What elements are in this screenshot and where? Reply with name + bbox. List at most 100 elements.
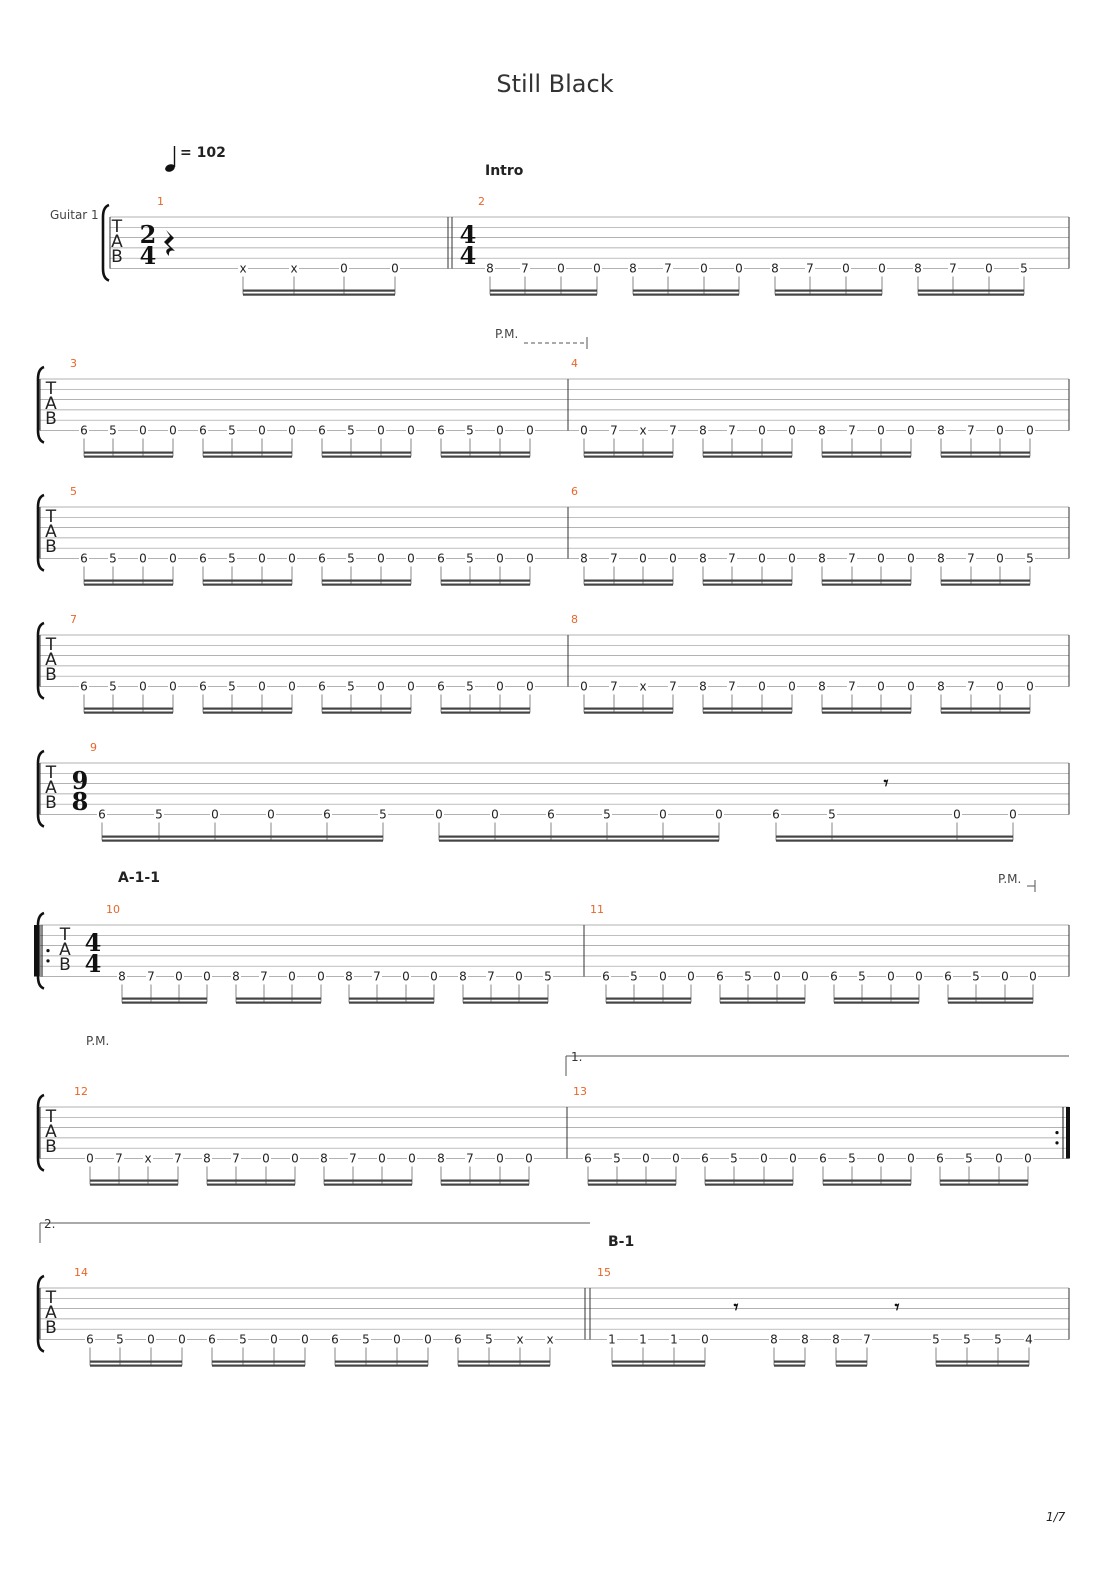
- time-signature-top: 4: [85, 928, 102, 957]
- fret-backdrop: [1024, 1332, 1034, 1345]
- fret-backdrop: [847, 679, 857, 692]
- fret-number: 0: [175, 970, 183, 984]
- fret-number: 0: [169, 680, 177, 694]
- fret-backdrop: [495, 423, 505, 436]
- fret-number: 0: [393, 1333, 401, 1347]
- system-bracket: [36, 1093, 45, 1172]
- fret-number: 0: [788, 424, 796, 438]
- fret-number: 7: [848, 680, 856, 694]
- fret-number: 0: [877, 680, 885, 694]
- fret-number: x: [516, 1333, 523, 1347]
- fret-number: 0: [953, 808, 961, 822]
- fret-number: 8: [699, 424, 707, 438]
- fret-backdrop: [407, 1151, 417, 1164]
- fret-number: 7: [848, 424, 856, 438]
- fret-number: 5: [347, 680, 355, 694]
- fret-backdrop: [787, 423, 797, 436]
- fret-number: 0: [407, 680, 415, 694]
- fret-number: 0: [258, 424, 266, 438]
- fret-number: 0: [147, 1333, 155, 1347]
- fret-backdrop: [727, 551, 737, 564]
- fret-backdrop: [935, 1151, 945, 1164]
- fret-number: 6: [80, 680, 88, 694]
- beam-secondary: [122, 1001, 207, 1004]
- fret-number: x: [239, 262, 246, 276]
- fret-backdrop: [346, 423, 356, 436]
- fret-number: 5: [239, 1333, 247, 1347]
- fret-number: 7: [610, 424, 618, 438]
- fret-number: 0: [496, 680, 504, 694]
- fret-number: 0: [258, 680, 266, 694]
- fret-number: x: [546, 1333, 553, 1347]
- fret-number: 5: [155, 808, 163, 822]
- fret-backdrop: [971, 969, 981, 982]
- fret-number: 6: [944, 970, 952, 984]
- quarter-rest-icon: [164, 230, 175, 256]
- fret-number: 0: [525, 1152, 533, 1166]
- fret-number: 7: [806, 262, 814, 276]
- system-bracket: [36, 911, 45, 990]
- beam-secondary: [703, 711, 792, 714]
- beam-secondary: [490, 293, 597, 296]
- beam-secondary: [776, 839, 1013, 842]
- fret-number: 0: [557, 262, 565, 276]
- beam-secondary: [703, 455, 792, 458]
- fret-number: 0: [491, 808, 499, 822]
- beam-secondary: [203, 455, 292, 458]
- fret-number: 8: [770, 1333, 778, 1347]
- fret-backdrop: [829, 969, 839, 982]
- fret-number: 0: [659, 808, 667, 822]
- fret-backdrop: [769, 1332, 779, 1345]
- fret-number: 7: [115, 1152, 123, 1166]
- fret-backdrop: [847, 1151, 857, 1164]
- fret-backdrop: [669, 1332, 679, 1345]
- fret-number: 0: [408, 1152, 416, 1166]
- fret-number: 8: [771, 262, 779, 276]
- fret-number: 6: [208, 1333, 216, 1347]
- beam-secondary: [322, 711, 411, 714]
- fret-number: 0: [139, 680, 147, 694]
- beam-secondary: [774, 1364, 805, 1367]
- repeat-dot: [1055, 1141, 1059, 1145]
- eighth-rest-icon: 𝄾: [734, 1297, 739, 1318]
- tempo-value: = 102: [180, 145, 226, 161]
- fret-number: 8: [699, 680, 707, 694]
- beam-primary: [941, 451, 1030, 454]
- fret-backdrop: [1000, 969, 1010, 982]
- beam-secondary: [836, 1364, 867, 1367]
- fret-backdrop: [207, 1332, 217, 1345]
- beam-secondary: [212, 1364, 305, 1367]
- fret-backdrop: [85, 1332, 95, 1345]
- beam-secondary: [441, 711, 530, 714]
- fret-number: 7: [349, 1152, 357, 1166]
- fret-backdrop: [841, 261, 851, 274]
- section-label-intro: Intro: [485, 163, 524, 179]
- fret-backdrop: [346, 551, 356, 564]
- fret-backdrop: [339, 261, 349, 274]
- fret-number: 5: [544, 970, 552, 984]
- fret-number: 0: [139, 424, 147, 438]
- fret-number: 7: [521, 262, 529, 276]
- fret-backdrop: [495, 1151, 505, 1164]
- tab-clef-letter: A: [45, 778, 57, 798]
- fret-number: 8: [232, 970, 240, 984]
- fret-number: 1: [670, 1333, 678, 1347]
- fret-backdrop: [936, 423, 946, 436]
- fret-backdrop: [79, 551, 89, 564]
- beam-primary: [584, 579, 673, 582]
- beam-primary: [322, 707, 411, 710]
- fret-backdrop: [168, 679, 178, 692]
- beam-primary: [463, 997, 548, 1000]
- fret-number: 0: [139, 552, 147, 566]
- system-bracket: [36, 365, 45, 444]
- fret-backdrop: [658, 807, 668, 820]
- fret-number: 0: [1026, 680, 1034, 694]
- fret-number: 0: [877, 424, 885, 438]
- fret-backdrop: [300, 1332, 310, 1345]
- measure-number: 15: [597, 1266, 611, 1279]
- fret-backdrop: [434, 807, 444, 820]
- fret-number: 0: [760, 1152, 768, 1166]
- fret-number: 0: [169, 552, 177, 566]
- beam-primary: [940, 1179, 1028, 1182]
